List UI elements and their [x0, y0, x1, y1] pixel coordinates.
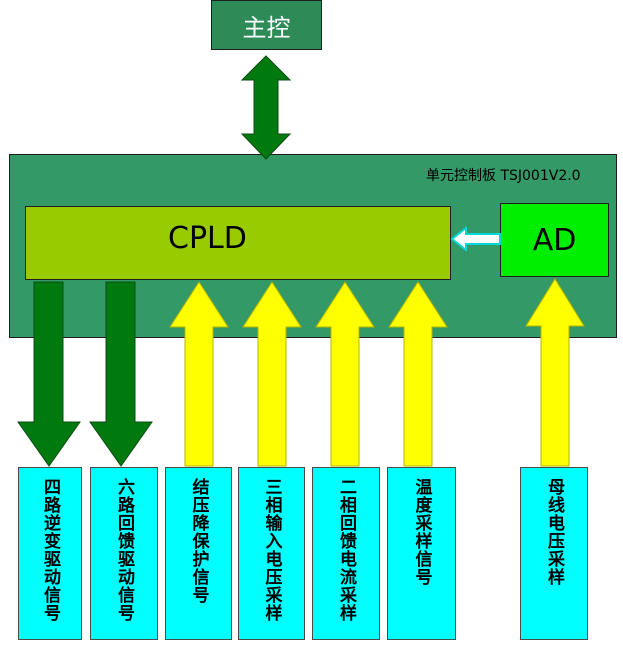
two-phase-current-signal-box: 二相回馈电流采样: [312, 467, 380, 640]
inverter-drive-signal-box: 四路逆变驱动信号: [18, 467, 82, 640]
temperature-signal-box: 温度采样信号: [387, 467, 456, 640]
two-phase-current-up-arrow: [315, 281, 375, 467]
bus-voltage-signal-label: 母线电压采样: [544, 478, 564, 586]
feedback-drive-signal-label: 六路回馈驱动信号: [114, 478, 134, 622]
ad-to-cpld-arrow: [450, 225, 501, 253]
temperature-signal-label: 温度采样信号: [411, 478, 432, 586]
bus-voltage-signal-box: 母线电压采样: [520, 467, 588, 640]
two-phase-current-signal-label: 二相回馈电流采样: [336, 478, 356, 622]
temperature-up-arrow: [388, 281, 448, 467]
cpld-label: CPLD: [168, 221, 247, 256]
junction-protect-up-arrow: [169, 281, 229, 467]
cpld-box: [25, 206, 451, 280]
junction-protect-signal-box: 结压降保护信号: [165, 467, 232, 640]
feedback-drive-signal-box: 六路回馈驱动信号: [90, 467, 158, 640]
feedback-drive-down-arrow: [89, 281, 153, 467]
master-controller-label: 主控: [242, 13, 291, 42]
ad-label: AD: [532, 222, 577, 258]
bus-voltage-up-arrow: [525, 278, 585, 467]
inverter-drive-down-arrow: [17, 281, 81, 467]
master-controller-box: 主控: [211, 0, 322, 50]
three-phase-voltage-signal-label: 三相输入电压采样: [261, 478, 282, 622]
inverter-drive-signal-label: 四路逆变驱动信号: [40, 478, 60, 622]
three-phase-voltage-up-arrow: [242, 281, 302, 467]
three-phase-voltage-signal-box: 三相输入电压采样: [238, 467, 305, 640]
master-board-bidirectional-arrow: [240, 55, 292, 160]
junction-protect-signal-label: 结压降保护信号: [188, 478, 209, 604]
ad-box: AD: [500, 203, 609, 277]
board-title: 单元控制板 TSJ001V2.0: [426, 168, 581, 184]
